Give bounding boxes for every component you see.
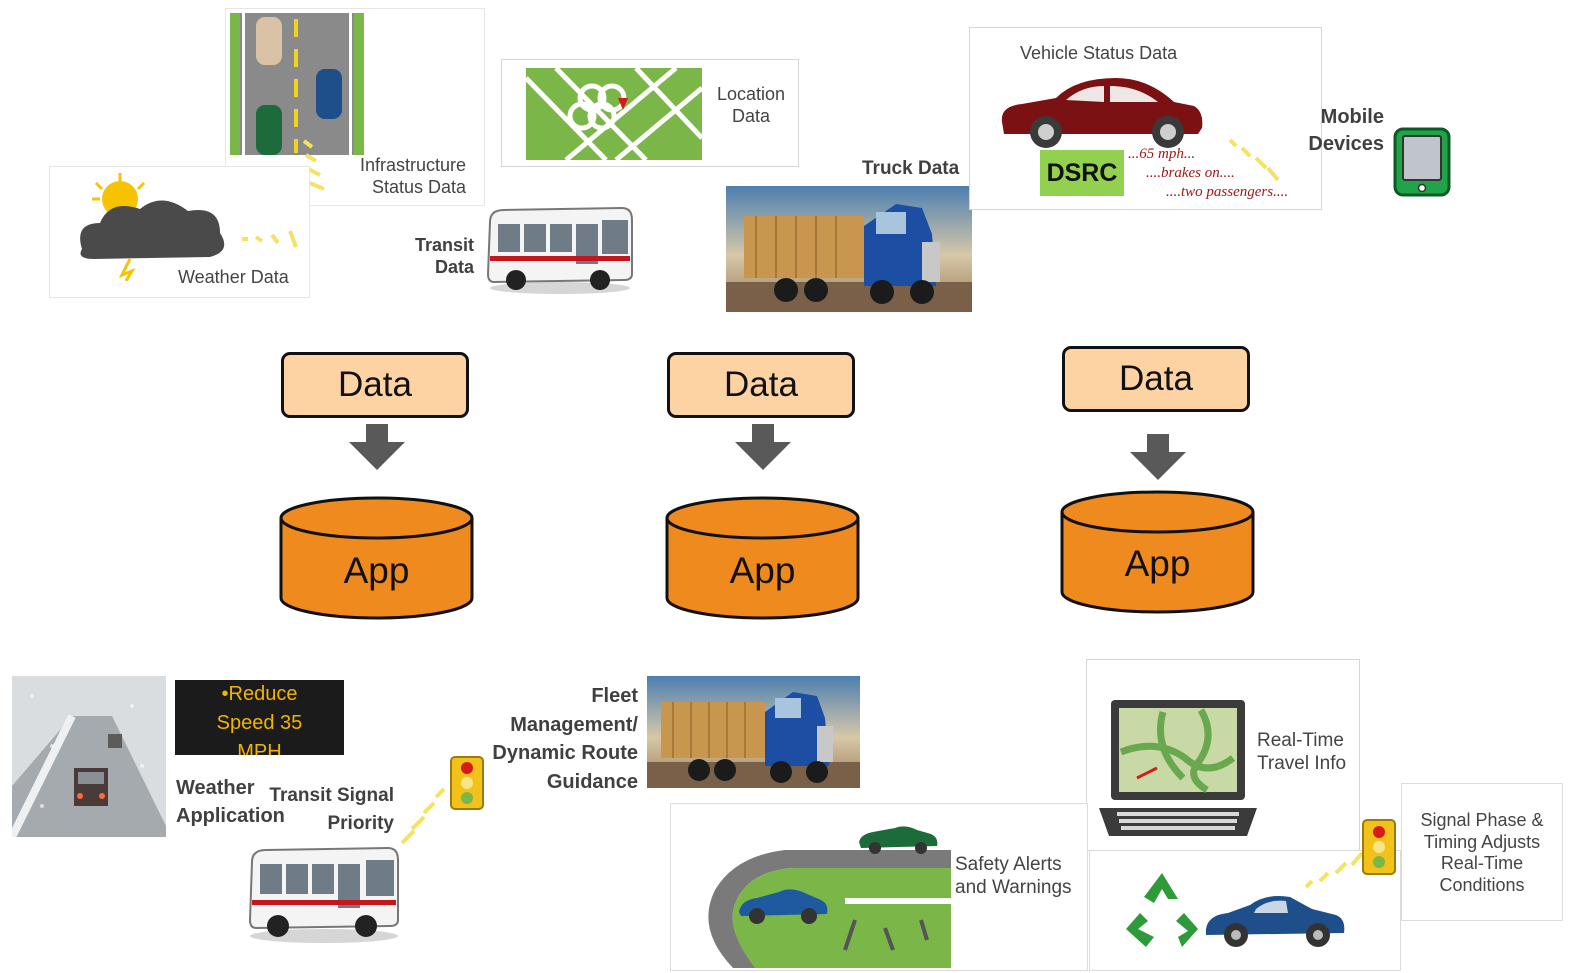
app-label-1: App	[343, 550, 410, 591]
location-label: Location Data	[716, 84, 786, 126]
ramp-scene-icon	[708, 826, 951, 968]
signal-phase-label: Signal Phase & Timing Adjusts Real-Time …	[1420, 810, 1544, 895]
data-box-2: Data	[667, 352, 855, 418]
bus-icon	[248, 846, 399, 943]
app-cylinder-3	[1060, 490, 1255, 614]
truck-photo	[726, 186, 972, 312]
down-arrow-icon	[349, 424, 405, 470]
mobile-devices-label: Mobile Devices	[1308, 106, 1384, 155]
traffic-light-icon	[450, 756, 484, 810]
down-arrow-icon	[735, 424, 791, 470]
laptop-icon	[1099, 700, 1257, 836]
data-box-3: Data	[1062, 346, 1250, 412]
road-icon	[230, 13, 364, 155]
traffic-light-icon	[1362, 819, 1396, 875]
infrastructure-label: Infrastructure Status Data	[359, 155, 466, 197]
dsrc-badge: DSRC	[1040, 150, 1124, 196]
map-icon	[526, 68, 702, 160]
blue-car-icon	[1206, 896, 1345, 947]
truck-photo	[647, 676, 860, 788]
safety-alerts-label: Safety Alerts and Warnings	[955, 854, 1072, 898]
weather-panel: Weather Data	[49, 166, 310, 298]
app-label-3: App	[1124, 543, 1191, 584]
app-cylinder-2	[665, 496, 860, 620]
app-cylinder-1	[279, 496, 474, 620]
weather-label: Weather Data	[178, 267, 289, 287]
signal-phase-panel: Signal Phase & Timing Adjusts Real-Time …	[1401, 783, 1563, 921]
storm-cloud-icon	[80, 173, 225, 281]
down-arrow-icon	[1130, 434, 1186, 480]
signal-waves-icon	[242, 230, 298, 248]
tablet-icon	[1393, 127, 1451, 197]
infrastructure-panel: Infrastructure Status Data	[225, 8, 485, 206]
realtime-travel-label: Real-Time Travel Info	[1257, 730, 1347, 774]
signal-waves-icon	[1228, 138, 1280, 182]
signal-waves-icon	[1304, 851, 1364, 889]
dsrc-msg-speed: ...65 mph...	[1128, 146, 1196, 162]
fleet-management-label: Fleet Management/ Dynamic Route Guidance	[492, 685, 638, 793]
location-panel: Location Data	[501, 59, 799, 167]
transit-signal-priority-label: Transit Signal Priority	[269, 785, 394, 834]
signal-waves-icon	[400, 787, 446, 845]
dsrc-msg-passengers: ....two passengers....	[1166, 184, 1289, 200]
bus-icon	[486, 206, 633, 294]
dsrc-msg-brakes: ....brakes on....	[1146, 165, 1235, 181]
data-box-1: Data	[281, 352, 469, 418]
app-label-2: App	[729, 550, 796, 591]
realtime-travel-panel: Real-Time Travel Info	[1086, 659, 1360, 851]
red-car-icon	[1001, 78, 1203, 148]
eco-panel	[1089, 850, 1401, 971]
variable-message-sign: •Reduce Speed 35 MPH	[175, 680, 344, 755]
weather-application-label: Weather Application	[176, 777, 285, 827]
safety-alerts-panel: Safety Alerts and Warnings	[670, 803, 1088, 971]
snow-highway-photo	[12, 676, 166, 837]
signal-waves-icon	[302, 139, 325, 191]
recycle-icon	[1126, 873, 1198, 947]
transit-data-label: Transit Data	[414, 235, 474, 277]
vehicle-status-label: Vehicle Status Data	[1020, 43, 1178, 63]
vehicle-status-panel: Vehicle Status Data DSRC ...65 mph... ..…	[969, 27, 1322, 210]
traffic-signal-panel	[400, 745, 487, 861]
truck-data-label: Truck Data	[862, 158, 960, 179]
